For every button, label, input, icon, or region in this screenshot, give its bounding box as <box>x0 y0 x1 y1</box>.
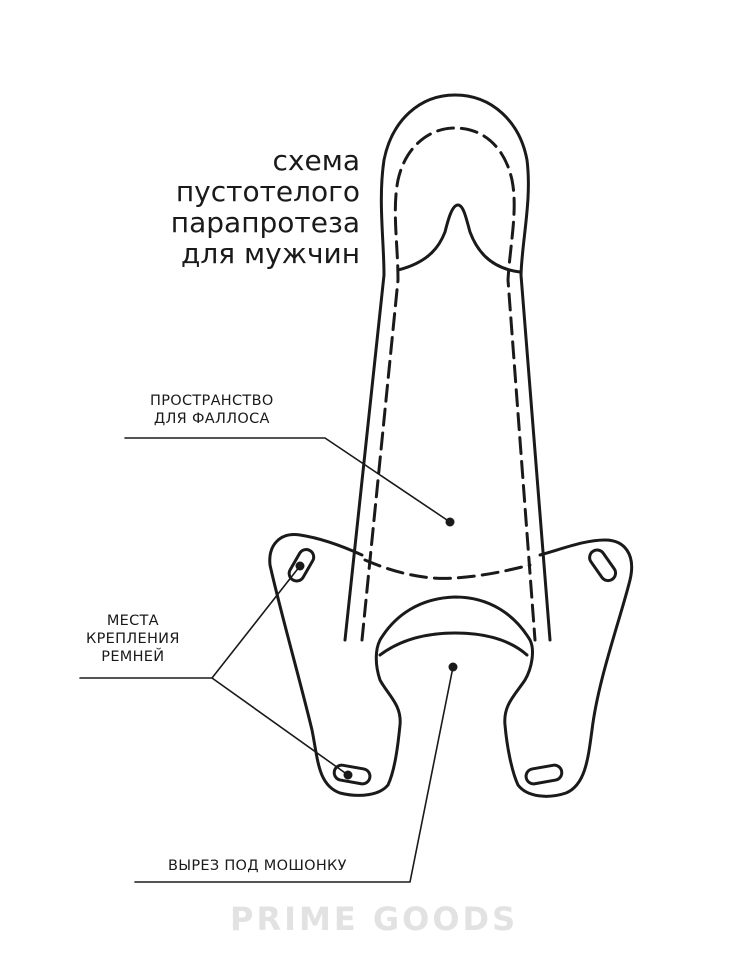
title-line: для мужчин <box>181 237 360 270</box>
watermark: PRIME GOODS <box>230 900 519 938</box>
glans-notch <box>396 203 522 274</box>
marker-dot <box>445 517 455 527</box>
strap-slot-top-left <box>287 548 316 583</box>
title-line: схема <box>272 144 360 177</box>
strap-slot-bottom-right <box>524 763 564 786</box>
label-line: КРЕПЛЕНИЯ <box>86 631 180 647</box>
marker-dot <box>343 770 353 780</box>
title-line: парапротеза <box>170 206 360 239</box>
label-line: ДЛЯ ФАЛЛОСА <box>153 411 270 427</box>
marker-dot <box>448 662 458 672</box>
leader-strap-bottom <box>211 677 349 776</box>
title-line: пустотелого <box>175 175 360 208</box>
label-phallus-space: ПРОСТРАНСТВО ДЛЯ ФАЛЛОСА <box>150 392 274 428</box>
leader-scrotum <box>134 666 454 883</box>
base-dashed-line <box>363 558 532 580</box>
label-strap-points: МЕСТА КРЕПЛЕНИЯ РЕМНЕЙ <box>86 612 180 666</box>
cavity-dashed-outline <box>360 126 537 642</box>
label-scrotum-cutout: ВЫРЕЗ ПОД МОШОНКУ <box>168 858 347 874</box>
strap-slot-top-right <box>588 548 618 583</box>
shaft-outline <box>343 93 552 642</box>
diagram-title: схема пустотелого парапротеза для мужчин <box>100 145 360 269</box>
label-line: РЕМНЕЙ <box>101 649 165 665</box>
label-line: ПРОСТРАНСТВО <box>150 393 274 409</box>
strap-slot-bottom-left <box>332 763 372 786</box>
arch-inner-line <box>378 631 529 657</box>
marker-dot <box>295 561 305 571</box>
leader-phallus-space <box>124 437 451 523</box>
base-outline <box>268 533 634 798</box>
label-line: МЕСТА <box>106 613 159 629</box>
